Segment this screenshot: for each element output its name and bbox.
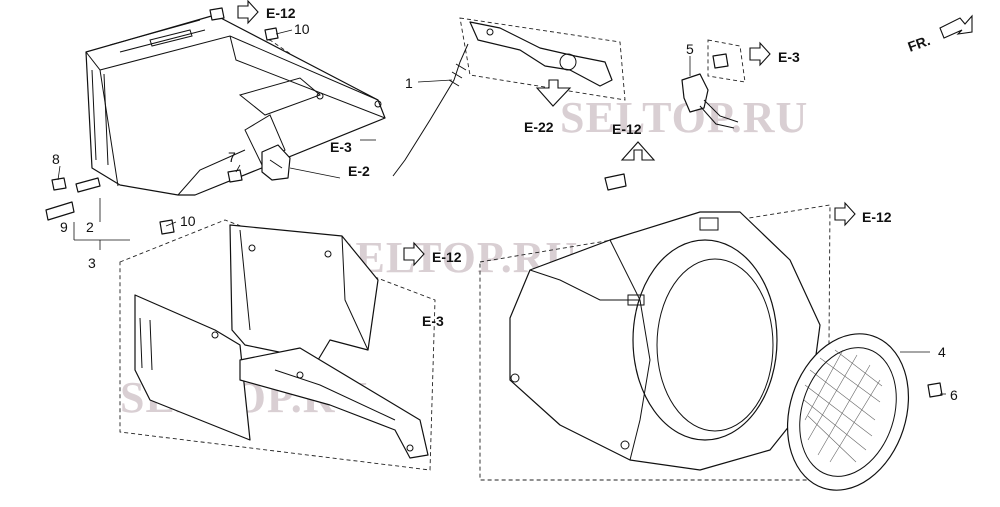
callout-10-lower: 10 [180,213,196,229]
fan-screen [786,333,910,491]
side-plates-lower [134,224,379,441]
arrow-e12-mid [620,141,656,161]
arrow-e12-top [237,0,259,25]
dashed-box-shroud [479,204,831,481]
bolt-6 [927,382,943,398]
ref-e3-top: E-3 [778,49,800,65]
dashed-box-lower-plates [119,219,436,471]
bolt-e12-mid [604,173,627,191]
callout-1: 1 [405,75,413,91]
rod-part-1 [392,43,469,177]
switch-part-5 [681,73,739,129]
callout-5: 5 [686,41,694,57]
watermark-top: SELTOP.RU [560,93,808,142]
ref-e2: E-2 [348,163,370,179]
callout-4: 4 [938,344,946,360]
bolt-10-lower [159,219,175,235]
bracket-small [261,144,291,181]
bolt-10-top [264,27,279,41]
callout-10-top: 10 [294,21,310,37]
bolt-8 [51,177,67,191]
bolt-5 [712,53,729,69]
fr-arrow-icon [939,14,973,39]
arrow-e3-top [749,41,771,67]
dashed-box-bolt-5 [707,39,746,83]
bolt-7 [227,169,243,183]
fan-cover-upper [85,14,386,196]
orientation-label: FR. [906,32,933,55]
arrow-e12-right [834,201,856,227]
callout-8: 8 [52,151,60,167]
ref-e3-lower: E-3 [422,313,444,329]
ref-e12-right: E-12 [862,209,892,225]
ref-e22: E-22 [524,119,554,135]
arrow-e12-center [403,241,425,267]
guide-rail [239,347,429,459]
fasteners [45,7,943,398]
callout-9: 9 [60,219,68,235]
callout-6: 6 [950,387,958,403]
leader-lines [57,29,946,395]
spring-2 [75,177,101,193]
ref-e12-center: E-12 [432,249,462,265]
arrow-e22 [535,79,572,107]
callout-3: 3 [88,255,96,271]
fan-shroud [509,211,821,471]
ref-e12-mid: E-12 [612,121,642,137]
callouts: 1 2 3 4 5 6 7 8 9 10 10 [52,21,958,403]
callout-2: 2 [86,219,94,235]
dashed-box-arm [459,17,626,101]
governor-arm [469,21,613,87]
bolt-top [209,7,225,21]
ref-e3-left: E-3 [330,139,352,155]
callout-7: 7 [228,149,236,165]
ref-e12-top: E-12 [266,5,296,21]
bolt-9 [45,201,75,221]
ref-codes: E-12 E-3 E-22 E-12 E-3 E-2 E-12 E-12 E-3… [266,5,932,329]
ref-arrows [237,0,973,267]
